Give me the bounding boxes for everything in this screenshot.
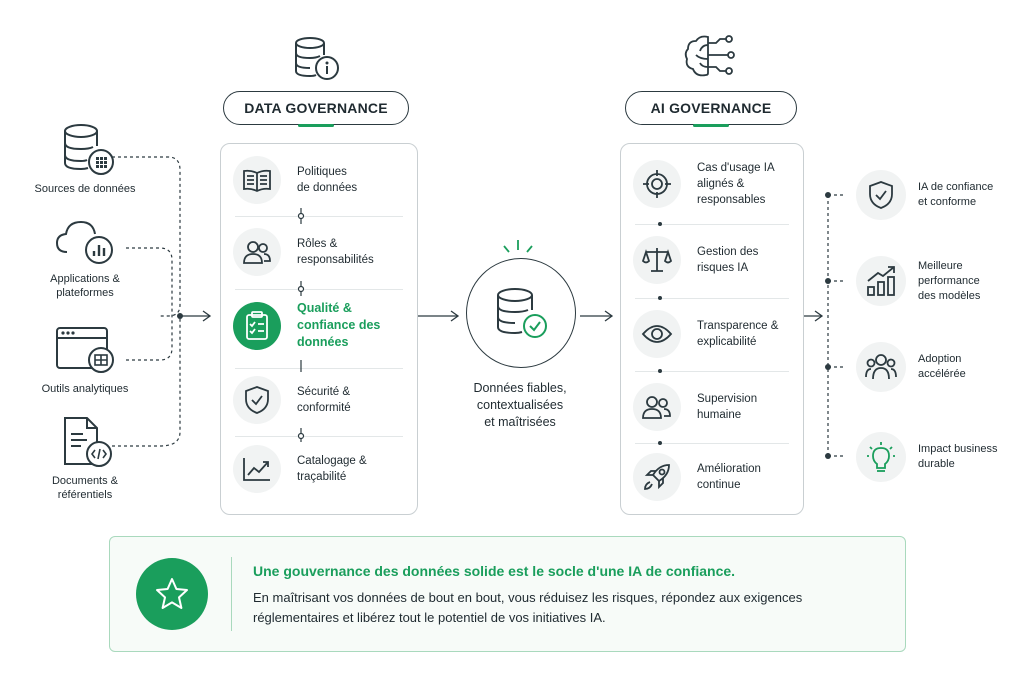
scales-icon: [633, 236, 681, 284]
eye-icon: [633, 310, 681, 358]
browser-table-icon: [56, 327, 114, 373]
ai-governance-title: AI GOVERNANCE: [625, 91, 797, 127]
data-governance-item: Rôles &responsabilités: [233, 228, 405, 276]
bar-chart-growth-icon: [856, 256, 906, 306]
source-label: plateformes: [56, 287, 114, 299]
brain-circuit-icon: [684, 35, 735, 77]
source-item: Sources de données: [20, 122, 150, 196]
ai-governance-item: Transparence &explicabilité: [633, 310, 791, 358]
lightbulb-icon: [856, 432, 906, 482]
source-label: Outils analytiques: [41, 383, 129, 395]
target-icon: [633, 160, 681, 208]
rocket-icon: [633, 453, 681, 501]
shield-check-icon: [856, 170, 906, 220]
star-badge: [136, 558, 208, 630]
panel-step-dots: [658, 222, 662, 445]
data-governance-item-label: Catalogage &traçabilité: [297, 455, 367, 483]
people-icon: [633, 383, 681, 431]
document-code-icon: [64, 417, 112, 467]
source-item: Applications & plateformes: [20, 216, 150, 300]
center-sparkle: [503, 240, 533, 253]
shield-check-icon: [233, 376, 281, 424]
source-label: Sources de données: [34, 183, 136, 195]
star-icon: [156, 578, 188, 609]
banner-headline: Une gouvernance des données solide est l…: [253, 563, 736, 579]
data-governance-title: DATA GOVERNANCE: [223, 91, 409, 127]
clipboard-check-icon: [233, 301, 281, 350]
people-icon: [233, 228, 281, 276]
source-label: Applications &: [50, 273, 120, 285]
database-info-icon: [295, 37, 339, 80]
data-governance-item: Sécurité &conformité: [233, 376, 405, 424]
source-label: référentiels: [57, 489, 113, 501]
panel-step-connectors: [297, 208, 305, 442]
database-check-icon: [497, 288, 547, 338]
cloud-chart-icon: [55, 220, 113, 264]
data-governance-item: Catalogage &traçabilité: [233, 445, 405, 493]
trend-line-icon: [233, 445, 281, 493]
source-label: Documents &: [51, 475, 119, 487]
group-icon: [856, 342, 906, 392]
data-governance-item-label: Sécurité &conformité: [297, 386, 351, 414]
source-item: Outils analytiques: [20, 326, 150, 396]
key-message-banner: Une gouvernance des données solide est l…: [109, 536, 906, 652]
database-grid-icon: [64, 124, 114, 175]
book-icon: [233, 156, 281, 204]
banner-body: En maîtrisant vos données de bout en bou…: [253, 590, 803, 625]
ai-governance-item-label: Transparence &explicabilité: [697, 320, 779, 348]
data-governance-item-label: Rôles &responsabilités: [297, 238, 374, 266]
source-item: Documents & référentiels: [20, 416, 150, 502]
center-node: [466, 258, 576, 368]
banner-divider: [231, 557, 232, 631]
